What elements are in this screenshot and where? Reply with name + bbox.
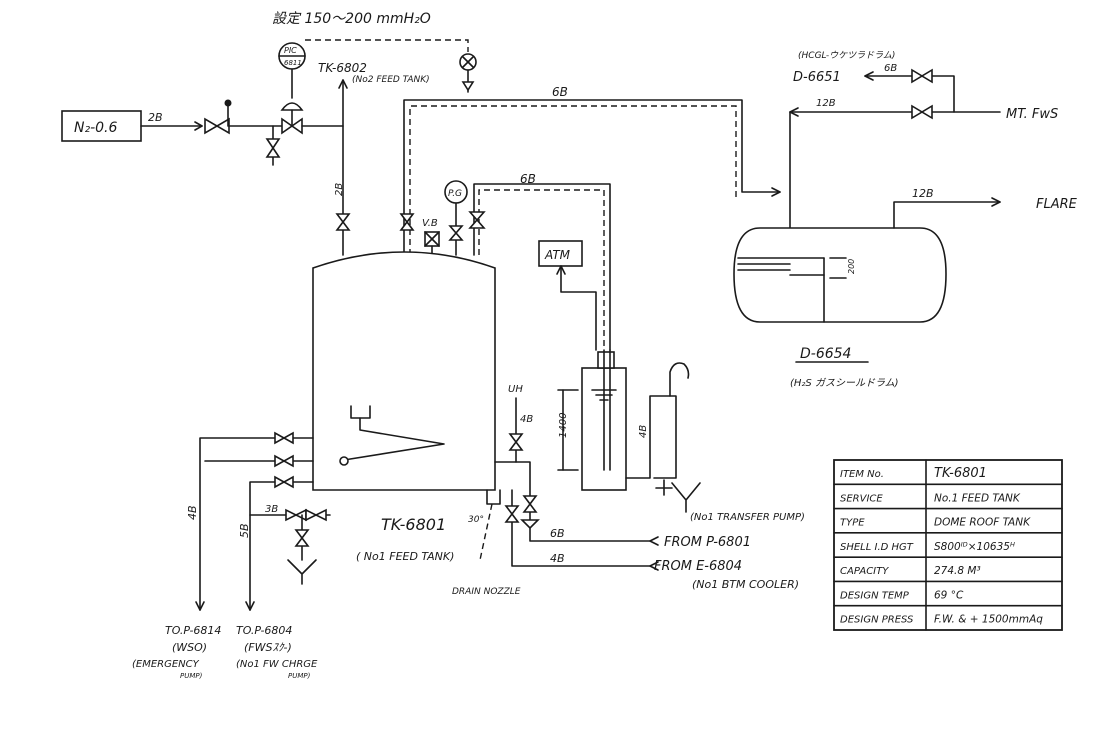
tank-tk6801 bbox=[312, 251, 496, 491]
atm-vent-box bbox=[538, 240, 583, 267]
drain-nozzle-label: DRAIN NOZZLE bbox=[452, 587, 521, 597]
spec-value: F.W. & + 1500mmAq bbox=[934, 614, 1043, 626]
size-4b-seal-label: 4B bbox=[638, 425, 649, 438]
d6651-label: D-6651 bbox=[793, 70, 841, 85]
angle-30-label: 30° bbox=[468, 515, 484, 525]
fw-charge-label: (No1 FW CHRGE bbox=[236, 659, 318, 670]
line-6b-top-label: 6B bbox=[552, 85, 568, 99]
size-1400-label: 1400 bbox=[558, 413, 569, 438]
spec-value: 274.8 M³ bbox=[934, 565, 981, 577]
pic-tag: 6811 bbox=[284, 59, 302, 67]
size-5b-label: 5B bbox=[238, 523, 251, 538]
level-200-label: 200 bbox=[847, 259, 856, 274]
fw-charge-pump-label: PUMP) bbox=[288, 672, 311, 680]
n2-source-box bbox=[61, 110, 142, 142]
to-p6804-label: TO.P-6804 bbox=[236, 624, 292, 637]
emergency-pump-label: PUMP) bbox=[180, 672, 203, 680]
vb-label: V.B bbox=[422, 218, 438, 229]
n2-line-size: 2B bbox=[148, 111, 163, 124]
tk6802-desc: (No2 FEED TANK) bbox=[352, 75, 430, 85]
pic-label: PIC bbox=[284, 46, 297, 55]
d6651-valve-icon bbox=[911, 68, 933, 84]
pic-controller: PIC 6811 bbox=[278, 42, 306, 70]
size-4b-from-label: 4B bbox=[550, 552, 565, 565]
atm-label: ATM bbox=[544, 248, 571, 262]
mt-fws-label: MT. FwS bbox=[1006, 107, 1058, 122]
spec-value: No.1 FEED TANK bbox=[934, 492, 1021, 504]
tk6801-label: TK-6801 bbox=[381, 515, 446, 534]
size-6b-from-label: 6B bbox=[550, 527, 565, 540]
tk6801-desc: ( No1 FEED TANK) bbox=[356, 550, 454, 563]
from-p6801-label: FROM P-6801 bbox=[664, 535, 751, 550]
spec-key: TYPE bbox=[840, 518, 865, 529]
emergency-label: (EMERGENCY bbox=[132, 659, 200, 670]
diaphragm-actuator-icon bbox=[280, 102, 304, 111]
size-3b-label: 3B bbox=[265, 504, 278, 515]
transfer-pump-funnel-icon bbox=[671, 482, 701, 513]
tk6802-label: TK-6802 bbox=[318, 61, 367, 75]
funnel-icon bbox=[287, 559, 317, 585]
flare-label: FLARE bbox=[1036, 197, 1078, 212]
wso-label: (WSO) bbox=[172, 641, 207, 654]
spec-key: DESIGN PRESS bbox=[840, 615, 914, 626]
line-6b-mid-label: 6B bbox=[520, 172, 536, 186]
pg-label: P.G bbox=[448, 189, 462, 199]
size-12b-right-label: 12B bbox=[816, 98, 836, 109]
spec-value: S800ᴵᴰ×10635ᴴ bbox=[934, 541, 1015, 553]
to-p6814-label: TO.P-6814 bbox=[165, 624, 221, 637]
size-12b-flare-label: 12B bbox=[912, 187, 934, 200]
drum-d6654 bbox=[733, 227, 947, 323]
no1-btm-cooler-label: (No1 BTM COOLER) bbox=[692, 578, 799, 591]
hcgl-label: (HCGL-ウケツラドラム) bbox=[798, 50, 895, 61]
right-signal-valve bbox=[459, 53, 477, 71]
spec-value: TK-6801 bbox=[934, 466, 987, 481]
from-e6804-label: FROM E-6804 bbox=[654, 559, 742, 574]
spec-key: SHELL I.D HGT bbox=[840, 542, 914, 553]
vertical-2b-label: 2B bbox=[334, 183, 345, 196]
spec-value: DOME ROOF TANK bbox=[934, 517, 1031, 529]
d6654-desc: (H₂S ガスシールドラム) bbox=[790, 377, 899, 389]
spec-value: 69 °C bbox=[934, 589, 964, 601]
spec-key: DESIGN TEMP bbox=[840, 590, 910, 601]
spec-key: SERVICE bbox=[840, 493, 883, 504]
spec-key: CAPACITY bbox=[840, 566, 889, 577]
bypass-valve-icon bbox=[265, 138, 281, 158]
mt-fws-valve-icon bbox=[911, 104, 933, 120]
uh-label: UH bbox=[508, 384, 523, 395]
spec-key: ITEM No. bbox=[840, 469, 884, 480]
d6654-label: D-6654 bbox=[800, 346, 851, 362]
size-4b-uh-label: 4B bbox=[520, 414, 533, 425]
fws-label: (FWSｽｸ-) bbox=[244, 641, 292, 654]
n2-source-label: N₂-0.6 bbox=[74, 120, 117, 136]
transfer-pump-label: (No1 TRANSFER PUMP) bbox=[690, 512, 805, 523]
n2-block-valve-icon bbox=[204, 117, 230, 135]
size-6b-right-label: 6B bbox=[884, 63, 897, 74]
setpoint-label: 設定 150～200 mmH₂O bbox=[272, 11, 431, 27]
seal-pot bbox=[581, 349, 627, 491]
size-4b-left-label: 4B bbox=[186, 505, 199, 520]
